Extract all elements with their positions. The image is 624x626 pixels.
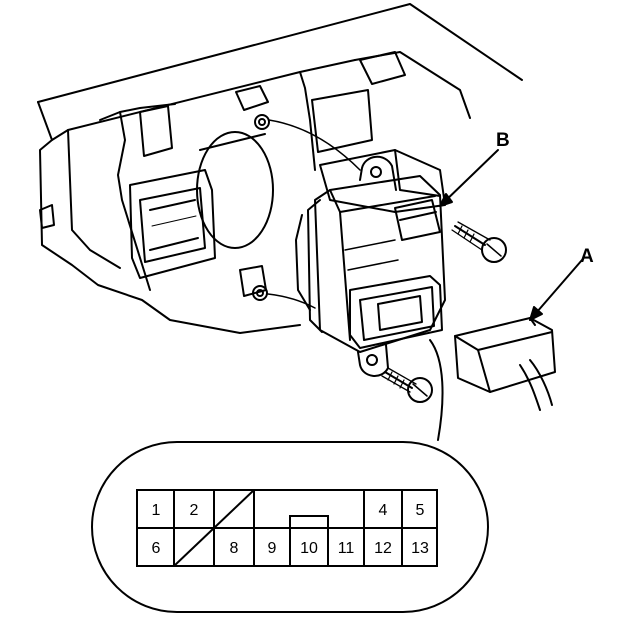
upper-screw <box>451 221 507 263</box>
pin-9: 9 <box>268 540 277 557</box>
blank-terminal-slash <box>173 527 215 567</box>
connector-face-bubble <box>91 441 489 613</box>
callout-label-b: B <box>496 130 510 151</box>
dashboard-panel <box>37 3 523 334</box>
callout-leaders <box>429 149 583 441</box>
pin-numbers: 1 2 4 5 6 8 9 10 11 12 13 <box>152 502 429 557</box>
callout-label-a: A <box>580 246 594 267</box>
connector-a <box>454 317 556 411</box>
pin-1: 1 <box>152 502 161 519</box>
pin-8: 8 <box>230 540 239 557</box>
pin-2: 2 <box>190 502 199 519</box>
lower-screw <box>381 367 433 403</box>
pin-11: 11 <box>338 540 355 557</box>
control-unit <box>295 155 446 377</box>
pin-4: 4 <box>379 502 388 519</box>
pin-6: 6 <box>152 540 161 557</box>
connector-pin-grid <box>136 489 438 567</box>
pin-13: 13 <box>411 540 429 557</box>
pin-12: 12 <box>374 540 392 557</box>
pin-5: 5 <box>416 502 425 519</box>
pin-10: 10 <box>300 540 318 557</box>
